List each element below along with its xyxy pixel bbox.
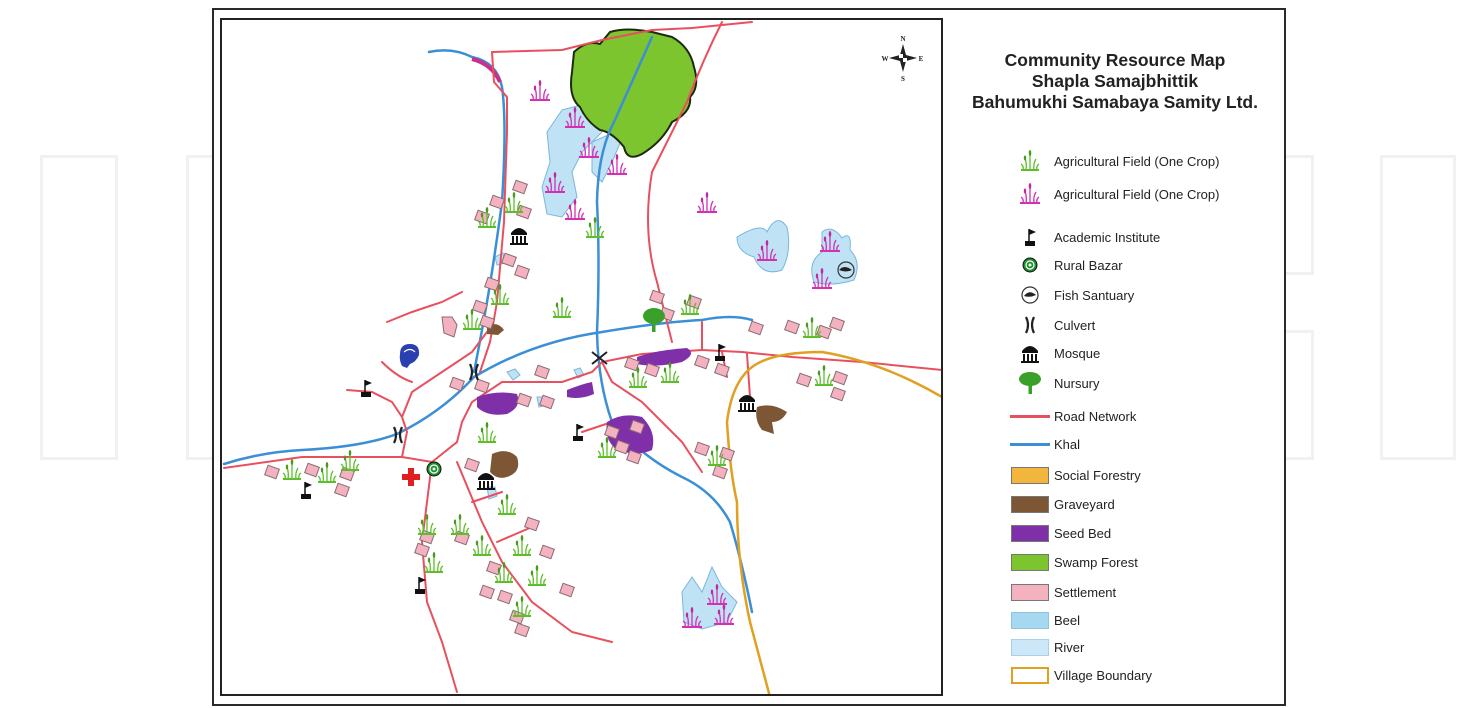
legend-item-culvert: Culvert	[1010, 314, 1095, 336]
watermark-shape	[40, 155, 118, 460]
map-drawing: N S E W	[222, 21, 941, 694]
north-arrow: N S E W	[882, 35, 924, 83]
legend-item-river: River	[1010, 636, 1084, 658]
legend-item-seed-bed: Seed Bed	[1010, 522, 1111, 544]
svg-text:N: N	[900, 35, 905, 43]
legend-item-road: Road Network	[1010, 405, 1136, 427]
magenta-crop-icon	[1010, 183, 1050, 205]
legend-item-social-forestry: Social Forestry	[1010, 464, 1141, 486]
green-crop-icon	[1010, 150, 1050, 172]
legend-item-graveyard: Graveyard	[1010, 493, 1115, 515]
legend-item-khal: Khal	[1010, 433, 1080, 455]
social-forestry-swatch	[1010, 464, 1050, 486]
legend-item-village-boundary: Village Boundary	[1010, 664, 1152, 686]
map-title-line-3: Bahumukhi Samabaya Samity Ltd.	[972, 92, 1258, 112]
svg-text:W: W	[882, 55, 889, 63]
blue-head-icon	[399, 344, 420, 368]
svg-text:E: E	[919, 55, 924, 63]
village-boundary-swatch	[1010, 664, 1050, 686]
watermark-shape	[1380, 155, 1456, 460]
legend-item-magenta-crop: Agricultural Field (One Crop)	[1010, 183, 1219, 205]
khal-highlight	[471, 57, 502, 83]
legend-item-fish: Fish Santuary	[1010, 284, 1134, 306]
culvert-icon	[1010, 314, 1050, 336]
road-line-icon	[1010, 405, 1050, 427]
legend-item-mosque: Mosque	[1010, 342, 1100, 364]
map-canvas: N S E W	[220, 18, 943, 696]
swamp-forest-swatch	[1010, 551, 1050, 573]
legend-item-settlement: Settlement	[1010, 581, 1116, 603]
legend-item-nursery: Nursury	[1010, 372, 1100, 394]
mosque-icon	[1010, 342, 1050, 364]
tree-icon	[1010, 372, 1050, 394]
culverts	[392, 351, 608, 445]
settlement-patch	[441, 316, 458, 338]
svg-text:S: S	[901, 75, 905, 83]
seed-bed-swatch	[1010, 522, 1050, 544]
khal-line-icon	[1010, 433, 1050, 455]
beel-swatch	[1010, 609, 1050, 631]
watermark-shape	[1286, 155, 1314, 275]
legend-item-beel: Beel	[1010, 609, 1080, 631]
rural-bazar-icon	[426, 461, 442, 477]
village-boundary	[725, 350, 941, 694]
map-title: Community Resource Map Shapla Samajbhitt…	[950, 50, 1280, 113]
fish-icon	[1010, 284, 1050, 306]
flag-icon	[1010, 226, 1050, 248]
swamp-forest-area	[570, 28, 698, 158]
settlement-swatch	[1010, 581, 1050, 603]
health-cross-icon	[402, 468, 420, 486]
seed-bed-areas	[477, 348, 691, 454]
legend-item-academic: Academic Institute	[1010, 226, 1160, 248]
map-title-line-1: Community Resource Map	[1004, 50, 1226, 70]
watermark-shape	[186, 155, 226, 460]
graveyard-swatch	[1010, 493, 1050, 515]
nursery-tree-icon	[643, 308, 665, 332]
watermark-shape	[1286, 330, 1314, 460]
map-title-line-2: Shapla Samajbhittik	[1031, 71, 1199, 91]
fish-sanctuary-icon	[837, 261, 855, 279]
legend-item-swamp-forest: Swamp Forest	[1010, 551, 1138, 573]
legend-item-bazar: Rural Bazar	[1010, 254, 1123, 276]
target-icon	[1010, 254, 1050, 276]
legend-item-green-crop: Agricultural Field (One Crop)	[1010, 150, 1219, 172]
river-swatch	[1010, 636, 1050, 658]
